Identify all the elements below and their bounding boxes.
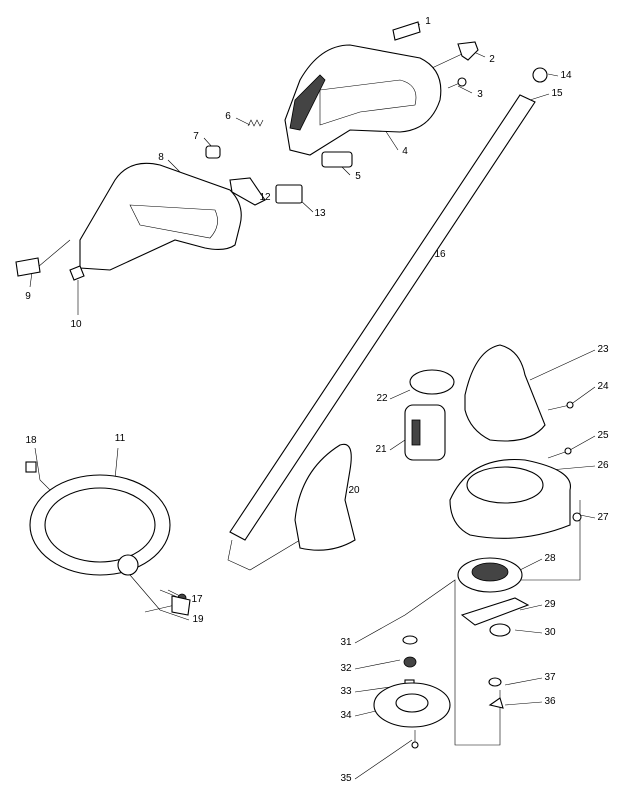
part-label-37: 37 — [544, 672, 556, 683]
part-23-motor-housing — [464, 344, 546, 442]
part-29-cutter-plate — [460, 597, 530, 626]
part-label-12: 12 — [259, 192, 271, 203]
part-label-15: 15 — [551, 88, 563, 99]
part-label-20: 20 — [348, 485, 360, 496]
part-27-nut — [572, 512, 582, 522]
part-label-9: 9 — [25, 291, 31, 302]
part-3-screw — [447, 77, 467, 89]
part-label-29: 29 — [544, 599, 556, 610]
part-5-switch — [321, 151, 353, 168]
part-label-5: 5 — [355, 171, 361, 182]
part-11-loop-handle — [29, 474, 171, 576]
part-label-27: 27 — [597, 512, 609, 523]
part-13-switch — [275, 184, 303, 204]
part-7-button — [205, 145, 221, 159]
part-36-clip — [488, 697, 504, 709]
part-24-screw — [547, 401, 574, 411]
part-label-7: 7 — [193, 131, 199, 142]
part-34-spool-cover — [373, 682, 451, 728]
part-label-34: 34 — [340, 710, 352, 721]
part-label-24: 24 — [597, 381, 609, 392]
part-28-spool-fan — [457, 557, 523, 593]
part-label-8: 8 — [158, 152, 164, 163]
part-18-nut — [25, 461, 37, 473]
part-label-13: 13 — [314, 208, 326, 219]
part-label-36: 36 — [544, 696, 556, 707]
part-9-sticker — [15, 257, 41, 277]
part-8-handle-half — [79, 162, 242, 271]
part-label-32: 32 — [340, 663, 352, 674]
part-label-19: 19 — [192, 614, 204, 625]
part-19-knob — [144, 595, 191, 616]
part-26-guard — [449, 458, 571, 539]
part-label-18: 18 — [25, 435, 37, 446]
part-20-motor-cover — [294, 443, 356, 551]
part-32-bearing — [403, 656, 417, 668]
part-label-14: 14 — [560, 70, 572, 81]
part-12-lever — [229, 177, 266, 206]
part-22-disc — [409, 369, 455, 395]
part-label-33: 33 — [340, 686, 352, 697]
part-label-35: 35 — [340, 773, 352, 784]
part-1-label — [392, 21, 421, 41]
part-10-clip — [69, 265, 85, 281]
part-16-shaft — [229, 94, 536, 541]
part-label-2: 2 — [489, 54, 495, 65]
part-31-washer — [402, 635, 418, 645]
part-label-25: 25 — [597, 430, 609, 441]
part-2-knob-bolt — [431, 41, 479, 69]
part-21-motor — [404, 404, 446, 461]
part-label-10: 10 — [70, 319, 82, 330]
part-label-23: 23 — [597, 344, 609, 355]
part-label-1: 1 — [425, 16, 431, 27]
part-label-30: 30 — [544, 627, 556, 638]
part-25-screw — [547, 447, 572, 459]
part-label-3: 3 — [477, 89, 483, 100]
part-35-screw — [411, 730, 419, 749]
part-37-washer — [488, 677, 502, 687]
part-label-6: 6 — [225, 111, 231, 122]
part-label-11: 11 — [114, 433, 126, 444]
part-label-31: 31 — [340, 637, 352, 648]
part-label-17: 17 — [191, 594, 203, 605]
part-label-16: 16 — [434, 249, 446, 260]
part-6-spring — [247, 119, 264, 127]
part-label-22: 22 — [376, 393, 388, 404]
part-14-cap — [532, 67, 548, 83]
part-label-28: 28 — [544, 553, 556, 564]
part-label-21: 21 — [375, 444, 387, 455]
part-label-26: 26 — [597, 460, 609, 471]
part-label-4: 4 — [402, 146, 408, 157]
part-30-washer — [489, 623, 511, 637]
part-4-handle-half — [284, 44, 442, 156]
